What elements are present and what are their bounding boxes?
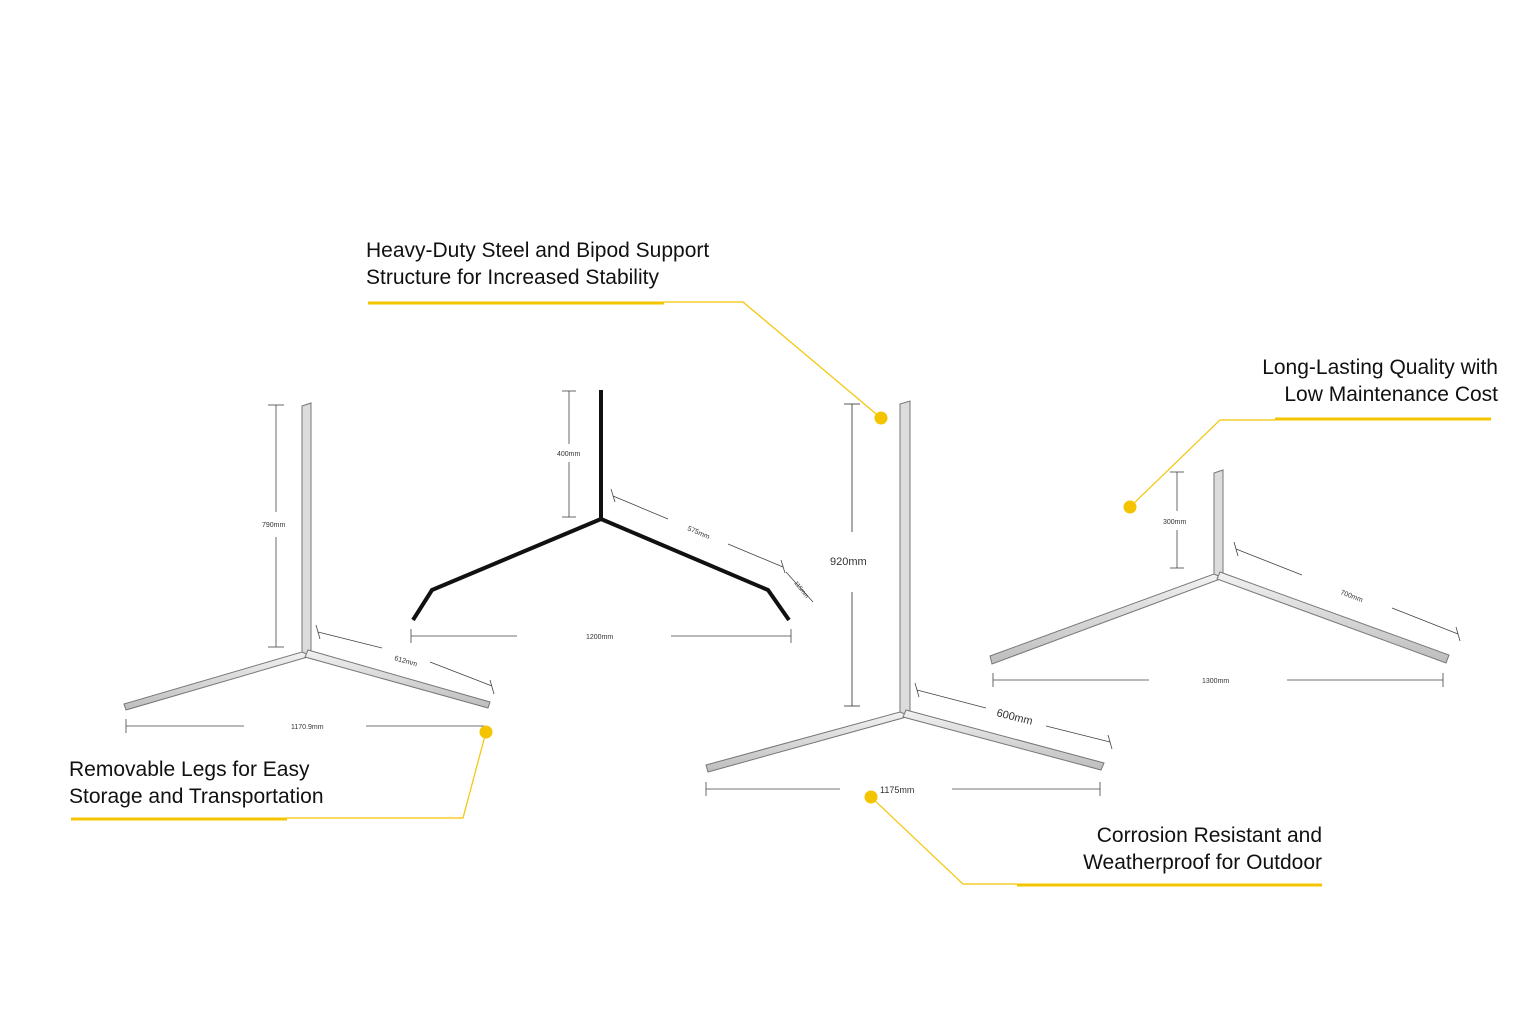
stand-d-leg-right — [1216, 571, 1450, 664]
stand-a-span-label: 1170.9mm — [291, 724, 324, 731]
stand-b-leg-label: 575mm — [686, 525, 710, 541]
callout-heavy-duty-line2: Structure for Increased Stability — [366, 266, 659, 289]
callout-long-lasting-line1: Long-Lasting Quality with — [1262, 356, 1498, 379]
callout-heavy-duty-line1: Heavy-Duty Steel and Bipod Support — [366, 239, 710, 262]
stand-c-post — [899, 400, 911, 719]
callout-long-lasting-line2: Low Maintenance Cost — [1284, 383, 1498, 406]
long-lasting-marker — [1123, 500, 1137, 514]
stand-d-leg-label: 700mm — [1339, 589, 1363, 604]
removable-leader — [287, 731, 487, 819]
heavy-duty-leader — [664, 301, 882, 419]
callout-removable-line1: Removable Legs for Easy — [69, 758, 310, 781]
stand-c-span-label: 1175mm — [880, 785, 914, 795]
callout-corrosion-line2: Weatherproof for Outdoor — [1083, 851, 1322, 874]
callout-removable: Removable Legs for Easy Storage and Tran… — [69, 756, 324, 810]
stand-d-span-label: 1300mm — [1202, 678, 1229, 685]
stand-a-leg-label: 612mm — [393, 655, 418, 668]
stand-a-height-label: 790mm — [262, 522, 286, 529]
stand-c-height-label: 920mm — [830, 556, 867, 568]
callout-corrosion-line1: Corrosion Resistant and — [1096, 824, 1322, 847]
stand-b-tip-label: 115mm — [792, 581, 809, 600]
stand-a-leg-left — [123, 651, 313, 711]
stand-d-height-label: 300mm — [1163, 519, 1187, 526]
stand-c-leg-left — [705, 711, 912, 773]
stand-b-frame — [411, 390, 603, 622]
stand-a-leg-right — [304, 649, 491, 709]
stand-b: 400mm 575mm 115mm 1200mm — [410, 390, 814, 643]
callout-removable-line2: Storage and Transportation — [69, 785, 324, 808]
stand-a-post — [301, 402, 312, 659]
heavy-duty-marker — [874, 411, 888, 425]
stand-d-leg-left — [989, 573, 1225, 665]
stand-d: 300mm 700mm 1300mm — [989, 469, 1461, 687]
stand-c-leg-right — [902, 709, 1105, 771]
stand-d-post — [1213, 469, 1224, 581]
callout-heavy-duty: Heavy-Duty Steel and Bipod Support Struc… — [366, 237, 709, 291]
stand-b-height-label: 400mm — [557, 451, 581, 458]
stand-b-frame-right — [600, 517, 791, 622]
corrosion-marker — [864, 790, 878, 804]
long-lasting-leader — [1129, 419, 1275, 508]
callout-corrosion: Corrosion Resistant and Weatherproof for… — [1083, 822, 1322, 876]
callout-leaders — [71, 301, 1491, 887]
stand-c-leg-label: 600mm — [995, 707, 1034, 728]
removable-marker — [479, 725, 493, 739]
corrosion-leader — [870, 796, 1017, 885]
stand-b-span-label: 1200mm — [586, 634, 613, 641]
callout-long-lasting: Long-Lasting Quality with Low Maintenanc… — [1262, 354, 1498, 408]
stand-a: 790mm 612mm 1170.9mm — [123, 402, 495, 733]
stand-c: 920mm 600mm 1175mm — [705, 400, 1113, 796]
